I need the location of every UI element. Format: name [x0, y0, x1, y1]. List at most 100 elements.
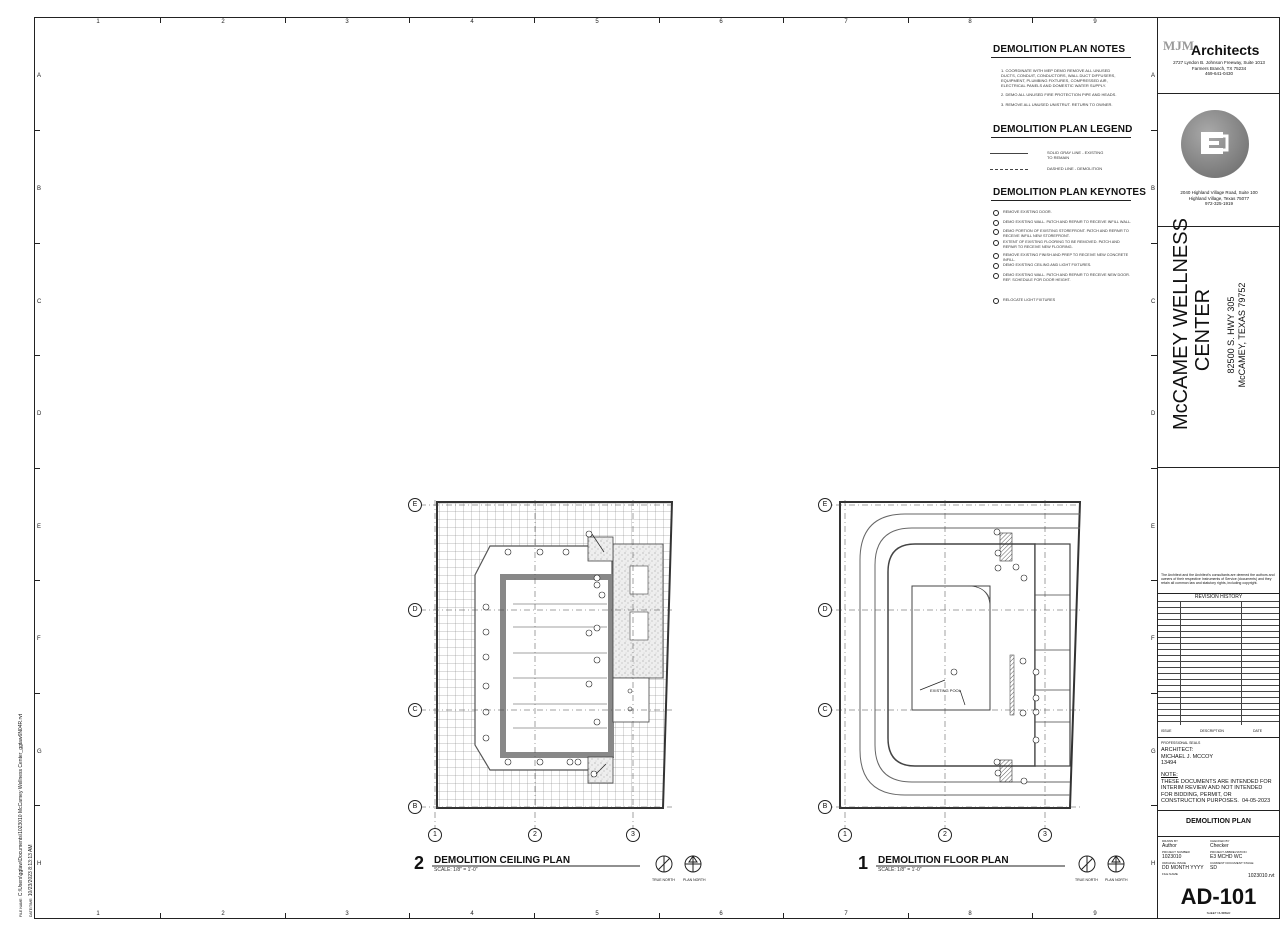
solid-line-label: SOLID GRAY LINE - EXISTING TO REMAIN — [1047, 150, 1104, 160]
keynotes-underline — [991, 200, 1131, 201]
project-number-label: PROJECT NUMBER — [1162, 850, 1190, 854]
column-label-8: 8 — [968, 911, 972, 917]
row-label-G: G — [37, 749, 42, 755]
north-arrows-ceiling — [655, 855, 702, 873]
grid-bubble-2: 2 — [938, 828, 952, 842]
revision-row-line — [1158, 625, 1279, 626]
floor-plan-number: 1 — [858, 853, 869, 873]
grid-bubble-b: B — [408, 800, 422, 814]
tb-divider-2 — [1157, 226, 1280, 227]
drawn-by-label: DRAWN BY — [1162, 839, 1179, 843]
revision-row-line — [1158, 721, 1279, 722]
doc-stage-label: CURRENT DOCUMENT STAGE — [1210, 861, 1254, 865]
revision-row-line — [1158, 673, 1279, 674]
rev-col-issue: ISSUE — [1161, 729, 1172, 733]
grid-tick — [160, 17, 161, 23]
rev-col-description: DESCRIPTION — [1200, 729, 1224, 733]
row-label-A: A — [37, 73, 42, 79]
grid-bubble-d: D — [408, 603, 422, 617]
revision-row-line — [1158, 637, 1279, 638]
project-abbrev-label: PROJECT ABBREVIATION — [1210, 850, 1247, 854]
column-label-3: 3 — [345, 911, 349, 917]
column-label-3: 3 — [345, 19, 349, 25]
ceiling-plan — [436, 501, 674, 809]
rev-col-line-2 — [1241, 601, 1242, 725]
grid-bubble-1: 1 — [428, 828, 442, 842]
project-abbrev: E3 MCHD WC — [1210, 854, 1243, 860]
dashed-line-label: DASHED LINE - DEMOLITION — [1047, 166, 1103, 171]
row-label-H: H — [1151, 861, 1156, 867]
revision-row-line — [1158, 655, 1279, 656]
row-label-B: B — [37, 186, 42, 192]
legend-title: DEMOLITION PLAN LEGEND — [993, 124, 1133, 135]
revision-row-line — [1158, 685, 1279, 686]
row-label-B: B — [1151, 186, 1156, 192]
keynotes-title: DEMOLITION PLAN KEYNOTES — [993, 187, 1146, 198]
grid-bubble-b: B — [818, 800, 832, 814]
row-label-F: F — [37, 636, 41, 642]
grid-tick — [783, 913, 784, 919]
row-label-G: G — [1151, 749, 1156, 755]
rev-col-line-1 — [1180, 601, 1181, 725]
row-label-E: E — [1151, 524, 1156, 530]
grid-tick — [1151, 468, 1157, 469]
engineer-address: 2040 Highland Village Road, Suite 100 Hi… — [1180, 190, 1258, 206]
grid-tick — [1151, 355, 1157, 356]
grid-tick — [34, 468, 40, 469]
grid-bubble-3: 3 — [1038, 828, 1052, 842]
grid-bubble-e: E — [408, 498, 422, 512]
true-north-label: TRUE NORTH — [1075, 878, 1098, 882]
tb-divider-6 — [1157, 836, 1280, 837]
column-label-4: 4 — [470, 19, 474, 25]
revision-row-line — [1158, 709, 1279, 710]
grid-bubble-2: 2 — [528, 828, 542, 842]
revision-row-line — [1158, 715, 1279, 716]
project-number: 1023010 — [1162, 854, 1182, 860]
row-label-D: D — [1151, 411, 1156, 417]
sheet-number: AD-101 — [1180, 884, 1257, 909]
grid-tick — [1032, 913, 1033, 919]
grid-tick — [34, 693, 40, 694]
grid-tick — [34, 243, 40, 244]
tb-divider-4 — [1157, 737, 1280, 738]
column-label-4: 4 — [470, 911, 474, 917]
row-label-H: H — [37, 861, 42, 867]
original-issue: DD MONTH YYYY — [1162, 865, 1204, 871]
grid-bubble-d: D — [818, 603, 832, 617]
grid-tick — [409, 913, 410, 919]
grid-tick — [908, 17, 909, 23]
grid-tick — [34, 805, 40, 806]
revision-row-line — [1158, 601, 1279, 602]
floor-plan-scale: SCALE: 1/8" = 1'-0" — [878, 867, 922, 873]
disclaimer: The Architect and the Architect's consul… — [1161, 573, 1275, 585]
column-label-6: 6 — [719, 19, 723, 25]
north-arrows-floor — [1078, 855, 1125, 873]
floor-plan — [839, 501, 1082, 809]
tb-divider-3 — [1157, 467, 1280, 468]
grid-tick — [1151, 805, 1157, 806]
revision-row-line — [1158, 643, 1279, 644]
grid-tick — [534, 913, 535, 919]
note-3: 3. REMOVE ALL UNUSED UNISTRUT. RETURN TO… — [1001, 102, 1113, 107]
floor-plan-title: DEMOLITION FLOOR PLAN — [878, 855, 1009, 866]
grid-bubble-c: C — [818, 703, 832, 717]
grid-tick — [783, 17, 784, 23]
grid-tick — [1032, 17, 1033, 23]
ceiling-plan-scale: SCALE: 1/8" = 1'-0" — [434, 867, 478, 873]
column-label-8: 8 — [968, 19, 972, 25]
existing-pool-label: EXISTING POOL — [930, 688, 961, 693]
ceiling-plan-title: DEMOLITION CEILING PLAN — [434, 855, 571, 866]
architect-info: ARCHITECT: MICHAEL J. MCCOY 13494 — [1161, 747, 1214, 766]
firm-address: 2727 Lyndon B. Johnson Freeway, Suite 10… — [1173, 60, 1265, 76]
dashed-line-sample — [990, 169, 1028, 170]
tb-divider-5 — [1157, 810, 1280, 811]
grid-tick — [659, 913, 660, 919]
checked-by-label: CHECKED BY — [1210, 839, 1230, 843]
revision-row-line — [1158, 619, 1279, 620]
column-label-2: 2 — [221, 19, 225, 25]
column-label-5: 5 — [595, 911, 599, 917]
row-label-D: D — [37, 411, 42, 417]
firm-logo-prefix: MJM — [1163, 38, 1195, 53]
notes-title: DEMOLITION PLAN NOTES — [993, 44, 1126, 55]
row-label-E: E — [37, 524, 42, 530]
